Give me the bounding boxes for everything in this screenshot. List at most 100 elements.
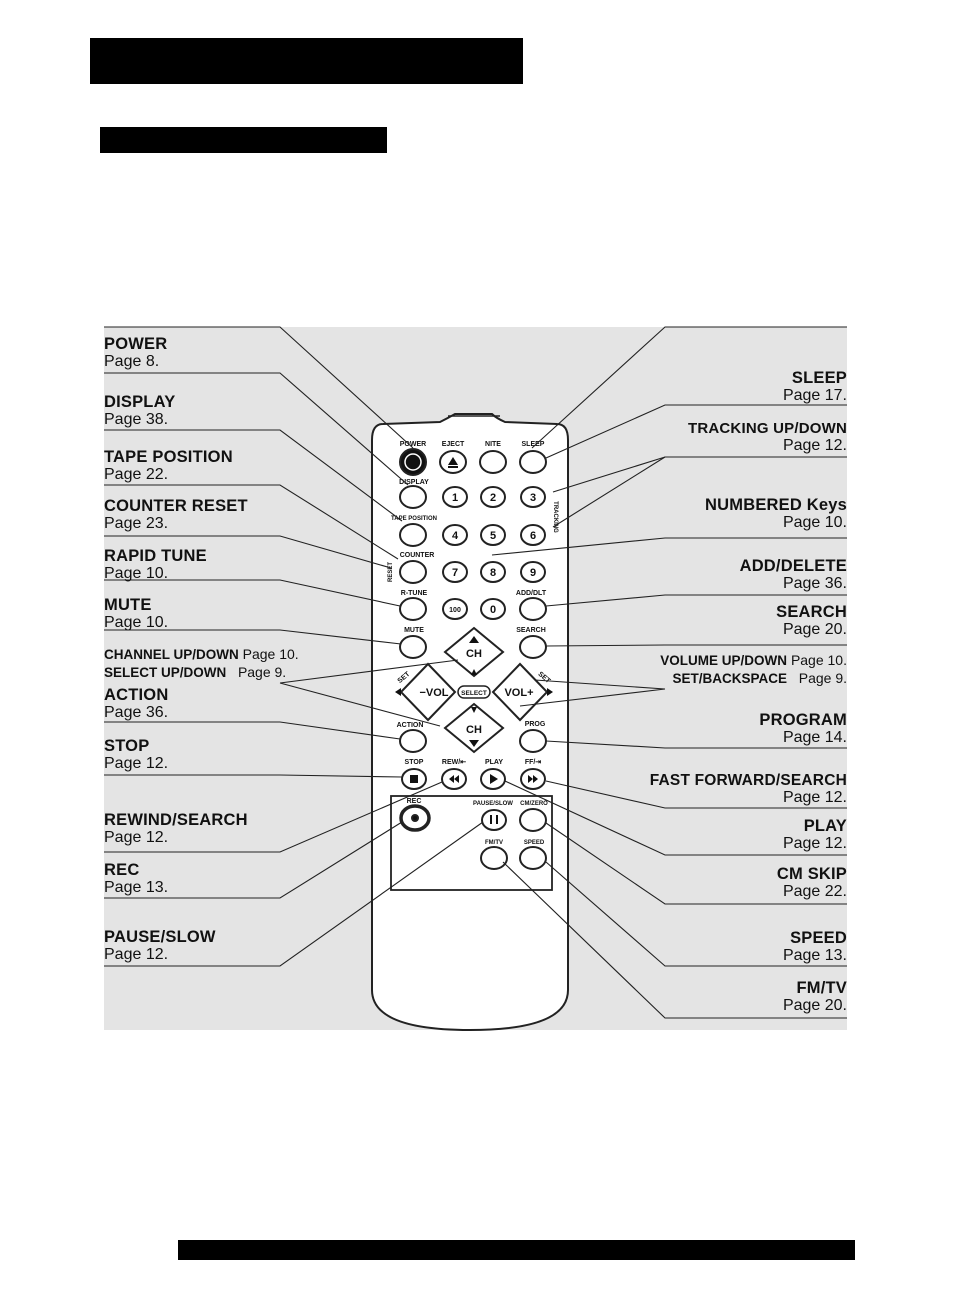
svg-text:5: 5	[490, 530, 496, 542]
select-button	[457, 685, 491, 699]
cap-counter: COUNTER	[400, 552, 435, 559]
search-button	[519, 635, 547, 659]
svg-text:100: 100	[449, 607, 461, 614]
fm-tv-button	[480, 846, 508, 870]
cap-add-dlt: ADD/DLT	[516, 590, 547, 597]
svg-text:3: 3	[530, 492, 536, 504]
key-5	[480, 524, 506, 546]
cap-fm-tv: FM/TV	[485, 840, 503, 846]
ch-up-label: CH	[466, 648, 482, 660]
vol-minus-button	[399, 662, 457, 722]
cap-rec: REC	[407, 798, 422, 805]
label-select-updown: SELECT UP/DOWN Page 9.	[104, 664, 287, 680]
cap-tracking: TRACKING	[552, 501, 558, 533]
key-1	[442, 486, 468, 508]
ch-up-button	[443, 626, 505, 678]
cap-mute: MUTE	[404, 627, 424, 634]
cap-play: PLAY	[485, 759, 503, 766]
ch-down-button	[443, 702, 505, 754]
cap-r-tune: R-TUNE	[401, 590, 428, 597]
svg-text:6: 6	[530, 530, 536, 542]
vol-plus-label: VOL+	[504, 687, 533, 699]
footer-bar	[178, 1240, 855, 1260]
key-8	[480, 561, 506, 583]
cap-cm-zero: CM/ZERO	[520, 801, 548, 807]
cap-tape-position: TAPE POSITION	[391, 516, 437, 522]
key-4	[442, 524, 468, 546]
vol-plus-button	[491, 662, 549, 722]
cap-stop: STOP	[405, 759, 424, 766]
svg-text:1: 1	[452, 492, 458, 504]
cap-ff: FF/⇥	[525, 759, 541, 766]
cap-power: POWER	[400, 441, 426, 448]
label-channel-updown: CHANNEL UP/DOWN Page 10.	[104, 646, 299, 662]
key-7	[442, 561, 468, 583]
key-3	[520, 486, 546, 508]
label-volume-updown: VOLUME UP/DOWN Page 10.	[660, 652, 847, 668]
cap-rew: REW/⇤	[442, 759, 466, 766]
tape-position-button	[399, 523, 427, 547]
svg-text:7: 7	[452, 567, 458, 579]
subheader-bar	[100, 127, 387, 153]
cap-nite: NITE	[485, 441, 501, 448]
svg-text:8: 8	[490, 567, 496, 579]
svg-text:9: 9	[530, 567, 536, 579]
lower-section-box	[390, 795, 553, 891]
vol-minus-label: −VOL	[419, 687, 448, 699]
r-tune-button	[399, 597, 427, 621]
action-button	[399, 729, 427, 753]
display-button	[399, 485, 427, 509]
sleep-button	[519, 450, 547, 474]
svg-text:4: 4	[452, 530, 459, 542]
cm-zero-button	[519, 808, 547, 832]
cap-eject: EJECT	[442, 441, 465, 448]
nite-button	[479, 450, 507, 474]
cap-search: SEARCH	[516, 627, 546, 634]
cap-speed: SPEED	[524, 840, 545, 846]
cap-reset: RESET	[388, 562, 394, 582]
cap-pause-slow: PAUSE/SLOW	[473, 801, 513, 807]
label-set-backspace: SET/BACKSPACE Page 9.	[672, 670, 847, 686]
header-bar	[90, 38, 523, 84]
pause-slow-button	[481, 809, 507, 831]
select-label: SELECT	[461, 690, 487, 697]
cap-prog: PROG	[525, 721, 546, 728]
key-6	[520, 524, 546, 546]
key-2	[480, 486, 506, 508]
add-dlt-button	[519, 597, 547, 621]
prog-button	[519, 729, 547, 753]
svg-text:0: 0	[490, 604, 496, 616]
svg-text:2: 2	[490, 492, 496, 504]
key-100	[442, 598, 468, 620]
cap-display: DISPLAY	[399, 479, 429, 486]
mute-button	[399, 635, 427, 659]
key-9	[520, 561, 546, 583]
speed-button	[519, 846, 547, 870]
cap-action: ACTION	[397, 722, 424, 729]
counter-button	[399, 560, 427, 584]
ch-down-label: CH	[466, 724, 482, 736]
cap-sleep: SLEEP	[522, 441, 545, 448]
